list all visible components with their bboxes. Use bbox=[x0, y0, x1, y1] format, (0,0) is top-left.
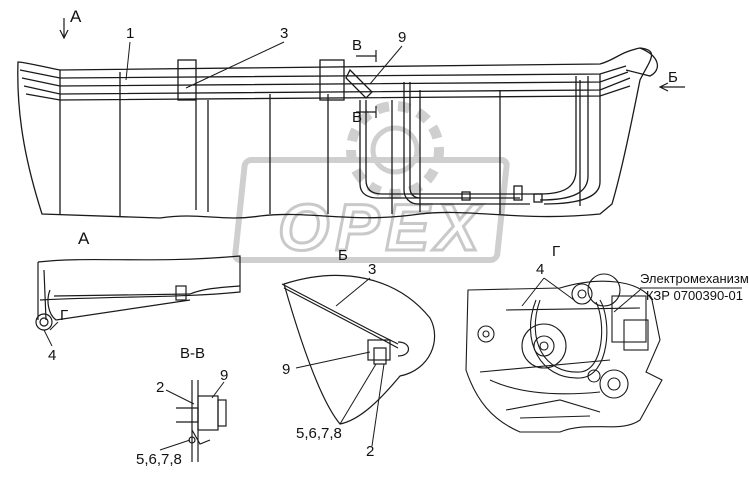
part-2-b-label: 2 bbox=[366, 443, 375, 460]
leader-5678-vv bbox=[159, 439, 191, 451]
section-v-bottom bbox=[356, 106, 377, 118]
section-v-top bbox=[356, 50, 377, 62]
part-9-main-label: 9 bbox=[398, 29, 407, 46]
leader-9-b bbox=[295, 351, 371, 369]
leader-4-a bbox=[43, 329, 53, 347]
view-v-bottom-label: В bbox=[352, 109, 363, 126]
leader-3-main bbox=[185, 41, 285, 89]
leader-9-vv bbox=[211, 381, 225, 399]
leader-electro bbox=[613, 289, 641, 313]
detail-b-drawing bbox=[281, 274, 436, 425]
part-2-vv-label: 2 bbox=[156, 379, 165, 396]
part-9-vv-label: 9 bbox=[220, 367, 229, 384]
leader-1 bbox=[125, 41, 131, 81]
part-4-g-label: 4 bbox=[536, 261, 545, 278]
part-5678-vv-label: 5,6,7,8 bbox=[136, 451, 182, 468]
section-vv-title: В-В bbox=[180, 345, 206, 362]
section-vv-drawing bbox=[176, 380, 227, 462]
g-marker-arrow bbox=[49, 321, 59, 331]
part-3-main-label: 3 bbox=[280, 25, 289, 42]
detail-a-drawing bbox=[35, 255, 241, 331]
leader-5678-b bbox=[339, 363, 377, 425]
arrow-a bbox=[59, 18, 69, 40]
leader-4-g-2 bbox=[543, 277, 575, 301]
part-9-b-label: 9 bbox=[282, 361, 291, 378]
detail-b-title: Б bbox=[338, 247, 348, 264]
view-b-label: Б bbox=[668, 69, 678, 86]
main-frame bbox=[17, 47, 659, 219]
detail-g-drawing bbox=[465, 273, 663, 433]
part-4-a-label: 4 bbox=[48, 347, 57, 364]
view-a-label: А bbox=[70, 7, 82, 26]
watermark-text: OPEX bbox=[278, 190, 485, 264]
g-marker-label: Г bbox=[60, 307, 69, 324]
detail-g-title: Г bbox=[552, 243, 561, 260]
part-1-label: 1 bbox=[126, 25, 135, 42]
leader-2-b bbox=[371, 363, 385, 447]
leader-2-vv bbox=[165, 389, 195, 405]
leader-4-g-1 bbox=[521, 277, 545, 307]
view-v-top-label: В bbox=[352, 37, 363, 54]
part-3-b-label: 3 bbox=[368, 261, 377, 278]
arrow-b bbox=[658, 82, 685, 92]
part-5678-b-label: 5,6,7,8 bbox=[296, 425, 342, 442]
electromechanism-code: КЗР 0700390-01 bbox=[646, 288, 743, 303]
leader-3-b bbox=[335, 277, 371, 307]
electromechanism-title: Электромеханизм bbox=[640, 271, 749, 286]
detail-a-title: А bbox=[78, 229, 90, 248]
leader-9-main bbox=[369, 45, 403, 85]
